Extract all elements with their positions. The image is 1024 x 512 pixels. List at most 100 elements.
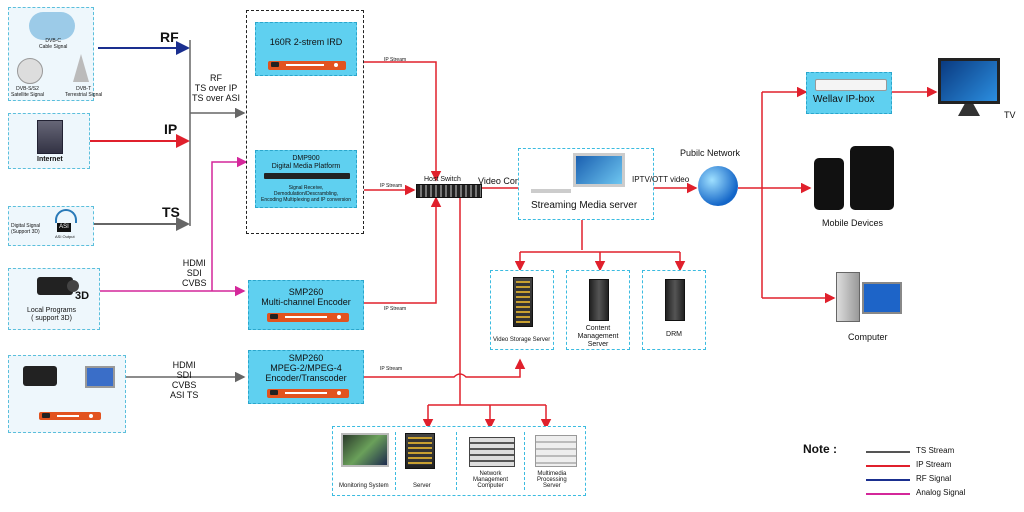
monitor-icon (85, 366, 115, 388)
encoder2-device: SMP260 MPEG-2/MPEG-4 Encoder/Transcoder (248, 350, 364, 404)
3d-label: 3D (75, 290, 90, 302)
streaming-server-label: Streaming Media server (531, 200, 638, 211)
rf-signal-label: RF (160, 29, 179, 45)
computer-label: Computer (848, 332, 888, 342)
tv-label: TV (1004, 110, 1016, 120)
drm-tower-icon (665, 279, 685, 321)
analog-signal-label-1: HDMI SDI CVBS (182, 258, 207, 288)
headend-group-frame (246, 10, 364, 234)
ip-stream-label-dmp: IP Stream (380, 183, 403, 189)
management-divider-1 (395, 432, 396, 490)
video-content-label: Video Content (478, 176, 535, 186)
streaming-monitor-icon (573, 153, 625, 187)
legend-title: Note : (803, 442, 837, 456)
ipbox-label: Wellav IP-box (813, 94, 875, 105)
digital-signal-panel: Digital Signal (Support 3D) ASI ASI Outp… (8, 206, 94, 246)
encoder1-hardware-icon (267, 313, 349, 322)
legend-rf-line (866, 479, 910, 481)
legend-ts-line (866, 451, 910, 453)
monitoring-label: Monitoring System (339, 483, 389, 489)
legend-ip-label: IP Stream (916, 460, 952, 469)
nms-device-icon (469, 437, 515, 467)
ird-hardware-icon (268, 61, 346, 70)
phone-icon (814, 158, 844, 210)
computer-monitor-icon (862, 282, 902, 314)
dmp-description: Signal Receive, Demodulation/Descramblin… (261, 185, 351, 203)
analog-signal-label-2: HDMI SDI CVBS ASI TS (170, 360, 199, 400)
dmp-device: DMP900 Digital Media Platform Signal Rec… (255, 150, 357, 208)
rf-source-panel: DVB-C Cable Signal DVB-S/S2 Satellite Si… (8, 7, 102, 101)
rf-group-label: RF TS over IP TS over ASI (192, 73, 241, 103)
video-storage-server-panel: Video Storage Server (490, 270, 554, 350)
ip-stream-label-ird: IP Stream (384, 57, 407, 63)
encoder2-label: SMP260 MPEG-2/MPEG-4 Encoder/Transcoder (265, 353, 347, 383)
ip-stream-label-enc1: IP Stream (384, 306, 407, 312)
streaming-keyboard-icon (531, 189, 571, 193)
encoder2-hardware-icon (267, 389, 349, 398)
globe-icon (698, 166, 738, 206)
server-rack-icon-bottom (405, 433, 435, 469)
mobile-label: Mobile Devices (822, 218, 884, 228)
host-switch-icon (416, 184, 482, 198)
camcorder-icon (23, 366, 57, 386)
asi-wave-icon (55, 209, 77, 223)
storage-rack-icon (513, 277, 533, 327)
dvbc-label: DVB-C Cable Signal (39, 38, 68, 50)
asi-output-label: ASI Output (55, 234, 75, 239)
legend-analog-label: Analog Signal (916, 488, 966, 497)
cable-cloud-icon (29, 12, 75, 40)
management-group-panel: Monitoring System Server Network Managem… (332, 426, 586, 496)
management-divider-3 (524, 432, 525, 490)
iptv-label: IPTV/OTT video (632, 175, 690, 184)
ird-label: 160R 2-strem IRD (269, 37, 343, 47)
ipbox-device-icon (815, 79, 887, 91)
legend-ts-label: TS Stream (916, 446, 955, 455)
tv-stand-icon (958, 104, 980, 116)
ip-signal-label: IP (164, 121, 178, 137)
host-switch-label: Host Switch (424, 176, 461, 183)
public-network-label: Pubilc Network (680, 148, 741, 158)
camera-pc-panel (8, 355, 126, 433)
management-divider-2 (456, 432, 457, 490)
internet-label: Internet (37, 156, 63, 163)
camera-lens-icon (67, 280, 79, 292)
ip-stream-label-enc2: IP Stream (380, 366, 403, 372)
satellite-dish-icon (17, 58, 43, 84)
multimedia-device-icon (535, 435, 577, 467)
local-programs-panel: 3D Local Programs ( support 3D) (8, 268, 100, 330)
cms-tower-icon (589, 279, 609, 321)
server-label: Server (413, 483, 431, 489)
dmp-hardware-icon (264, 173, 350, 179)
legend-rf-label: RF Signal (916, 474, 952, 483)
computer-tower-icon (836, 272, 860, 322)
ird-device: 160R 2-strem IRD (255, 22, 357, 76)
asi-badge: ASI (57, 223, 71, 232)
encoder1-label: SMP260 Multi-channel Encoder (261, 287, 351, 307)
terrestrial-tower-icon (73, 54, 89, 82)
tablet-icon (850, 146, 894, 210)
server-rack-icon (37, 120, 63, 154)
cms-label: Content Management Server (577, 325, 619, 348)
legend-ip-line (866, 465, 910, 467)
encoder1-device: SMP260 Multi-channel Encoder (248, 280, 364, 330)
dvbt-label: DVB-T Terrestrial Signal (65, 86, 103, 98)
camera-icon (37, 277, 73, 295)
local-programs-label: Local Programs ( support 3D) (27, 307, 77, 322)
storage-label: Video Storage Server (493, 337, 551, 343)
drm-label: DRM (666, 331, 682, 338)
dmp-title: DMP900 Digital Media Platform (271, 155, 341, 170)
encoder-device-icon (39, 412, 101, 420)
ts-signal-label: TS (162, 204, 180, 220)
internet-panel: Internet (8, 113, 90, 169)
nms-label: Network Management Computer (473, 471, 509, 489)
legend-analog-line (866, 493, 910, 495)
tv-icon (938, 58, 1000, 104)
drm-server-panel: DRM (642, 270, 706, 350)
dvbs-label: DVB-S/S2 Satellite Signal (11, 86, 45, 98)
multimedia-label: Multimedia Processing Server (537, 471, 567, 489)
streaming-server-panel: Streaming Media server (518, 148, 654, 220)
digital-signal-label: Digital Signal (Support 3D) (11, 223, 41, 235)
wellav-ipbox-panel: Wellav IP-box (806, 72, 892, 114)
monitoring-screen-icon (341, 433, 389, 467)
